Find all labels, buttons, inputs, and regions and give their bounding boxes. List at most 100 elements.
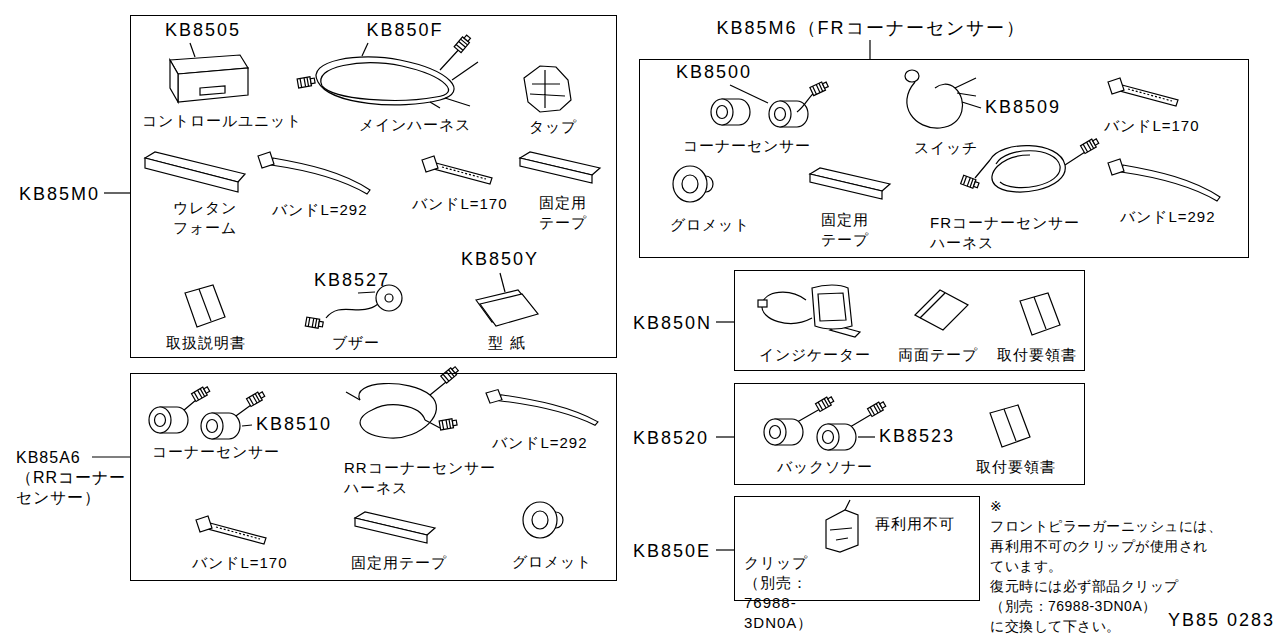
indicator-drawing (758, 285, 860, 337)
double-sided-tape-drawing (915, 290, 968, 330)
fr-harness-drawing (996, 151, 1060, 188)
part-number: KB8510 (256, 414, 332, 434)
control-unit-drawing (170, 55, 248, 102)
leader-line (716, 549, 734, 550)
urethane-foam-drawing (145, 152, 245, 192)
manual-drawing (1020, 293, 1060, 335)
leader-line (92, 40, 981, 550)
indicator-drawing (762, 292, 812, 323)
part-name: 両面テープ (898, 345, 978, 365)
buzzer-drawing (385, 294, 393, 302)
part-name: ブザー (332, 333, 380, 353)
kit-code: KB85M0 (19, 184, 100, 204)
indicator-drawing (758, 300, 767, 307)
part-number: KB8527 (314, 270, 390, 290)
switch-drawing (905, 70, 976, 128)
part-name: FRコーナーセンサー ハーネス (930, 213, 1080, 253)
tap-drawing (524, 66, 571, 112)
part-number: KB8505 (165, 20, 241, 40)
part-name: グロメット (512, 552, 592, 572)
kit-code: KB85A6 （RRコーナー センサー） (16, 448, 126, 508)
part-name: クリップ （別売：76988-3DN0A） (744, 553, 813, 633)
part-name: バンドL=292 (492, 433, 587, 453)
part-name: 再利用不可 (875, 514, 955, 534)
part-name: コーナーセンサー (683, 136, 811, 156)
part-name: インジケーター (759, 345, 871, 365)
back-sonar-drawing (816, 395, 835, 411)
back-sonar-drawing (868, 400, 887, 416)
leader-line (358, 292, 375, 293)
control-unit-drawing (178, 68, 248, 102)
buzzer-drawing (326, 304, 378, 318)
double-sided-tape-drawing (920, 293, 945, 318)
fr-harness-drawing (961, 175, 980, 189)
band-drawing (1108, 159, 1220, 201)
kit-box: KB85M0 (130, 15, 617, 358)
control-unit-drawing (170, 60, 178, 102)
main-harness-drawing (454, 34, 472, 53)
part-name: タップ (529, 117, 577, 137)
kit-code: KB850N (633, 313, 712, 333)
main-harness-drawing (297, 34, 478, 108)
part-name: バンドL=292 (272, 200, 367, 220)
part-name: バンドL=292 (1120, 207, 1215, 227)
leader-line (190, 43, 195, 57)
kit-code: KB8520 (633, 428, 709, 448)
corner-sensor-drawing (711, 99, 750, 125)
template-drawing (476, 290, 538, 326)
double-sided-tape-drawing (915, 290, 968, 330)
back-sonar-drawing (764, 419, 803, 445)
part-name: スイッチ (914, 138, 978, 158)
leader-line (716, 436, 734, 437)
part-name: 型 紙 (488, 333, 525, 353)
part-name: 取付要領書 (976, 457, 1056, 477)
band-drawing (258, 152, 370, 194)
part-number: KB850Y (461, 249, 539, 269)
template-drawing (480, 294, 538, 326)
corner-sensor-drawing (797, 94, 813, 112)
corner-sensor-drawing (192, 385, 211, 401)
main-harness-drawing (297, 76, 315, 88)
rr-harness-drawing (346, 365, 460, 438)
leader-line (104, 192, 130, 193)
part-name: 固定用 テープ (821, 210, 869, 250)
band-drawing (422, 156, 492, 184)
indicator-drawing (812, 285, 852, 329)
fr-harness-drawing (990, 146, 1065, 192)
leader-line (362, 43, 368, 56)
band-drawing (486, 390, 598, 426)
main-harness-drawing (321, 63, 449, 100)
part-name: バックソナー (777, 457, 873, 477)
part-number: KB8500 (676, 62, 752, 82)
clip-drawing (826, 510, 858, 552)
clip-drawing (826, 500, 858, 552)
leader-line (242, 425, 252, 426)
buzzer-drawing (305, 317, 323, 329)
corner-sensor-drawing (201, 413, 240, 439)
grommet-drawing (523, 502, 563, 538)
part-name: 固定用テープ (351, 553, 447, 573)
part-name: バンドL=170 (192, 553, 287, 573)
back-sonar-drawing (817, 424, 856, 450)
indicator-drawing (818, 293, 846, 321)
urethane-foam-drawing (145, 158, 238, 192)
part-name: 取扱説明書 (166, 333, 246, 353)
part-name: 固定用 テープ (539, 193, 587, 233)
leader-line (716, 321, 734, 322)
corner-sensor-drawing (711, 80, 829, 127)
part-number: KB8509 (985, 97, 1061, 117)
part-name: メインハーネス (359, 115, 471, 135)
part-name: バンドL=170 (1104, 116, 1199, 136)
fr-harness-drawing (961, 137, 1100, 192)
rr-harness-drawing (359, 384, 437, 439)
main-harness-drawing (430, 46, 478, 108)
part-number: KB850F (366, 20, 443, 40)
part-number: KB8523 (879, 426, 955, 446)
part-name: 取付要領書 (997, 345, 1077, 365)
part-name: バンドL=170 (412, 194, 507, 214)
part-name: コントロールユニット (142, 111, 302, 131)
tap-drawing (524, 66, 571, 112)
manual-drawing (990, 405, 1030, 447)
leader-line (869, 40, 870, 59)
part-name: グロメット (670, 215, 750, 235)
